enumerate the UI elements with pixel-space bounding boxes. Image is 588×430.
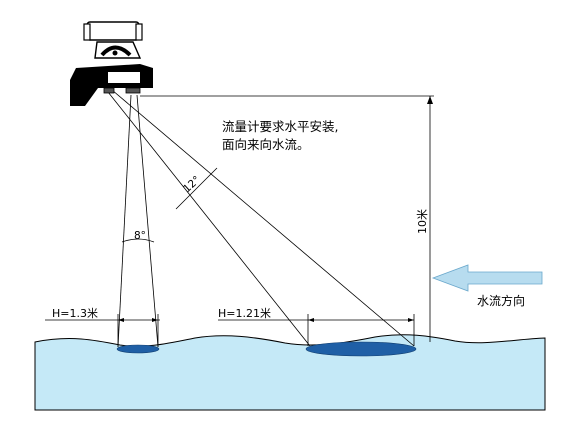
vertical-beam-angle-arc	[121, 238, 155, 243]
inclined-beam-angle-label: 12°	[181, 174, 203, 195]
inclined-beam-upper	[111, 89, 415, 347]
installation-note-line2: 面向来向水流。	[222, 137, 310, 152]
footprint-right-label: H=1.21米	[218, 307, 271, 320]
vertical-beam-left	[117, 94, 132, 348]
inclined-beam-lower	[107, 91, 311, 347]
inclined-angle-tick	[175, 167, 218, 210]
height-label: 10米	[416, 209, 429, 234]
left-dim-arrow-b	[152, 318, 158, 322]
footprint-vertical	[116, 344, 160, 354]
flow-direction-arrow	[431, 264, 543, 292]
water-body	[34, 334, 546, 411]
vertical-beam-angle-label: 8°	[134, 230, 146, 242]
right-dim-arrow-a	[308, 318, 314, 322]
left-dim-arrow-a	[118, 318, 124, 322]
flow-meter-device	[70, 21, 153, 106]
footprint-inclined	[305, 341, 417, 357]
installation-note-line1: 流量计要求水平安装,	[222, 119, 338, 134]
vertical-beam-right	[136, 94, 159, 348]
footprint-left-label: H=1.3米	[52, 307, 98, 320]
right-dim-arrow-b	[408, 318, 414, 322]
flow-direction-label: 水流方向	[477, 293, 525, 308]
height-arrow-top	[427, 96, 433, 104]
